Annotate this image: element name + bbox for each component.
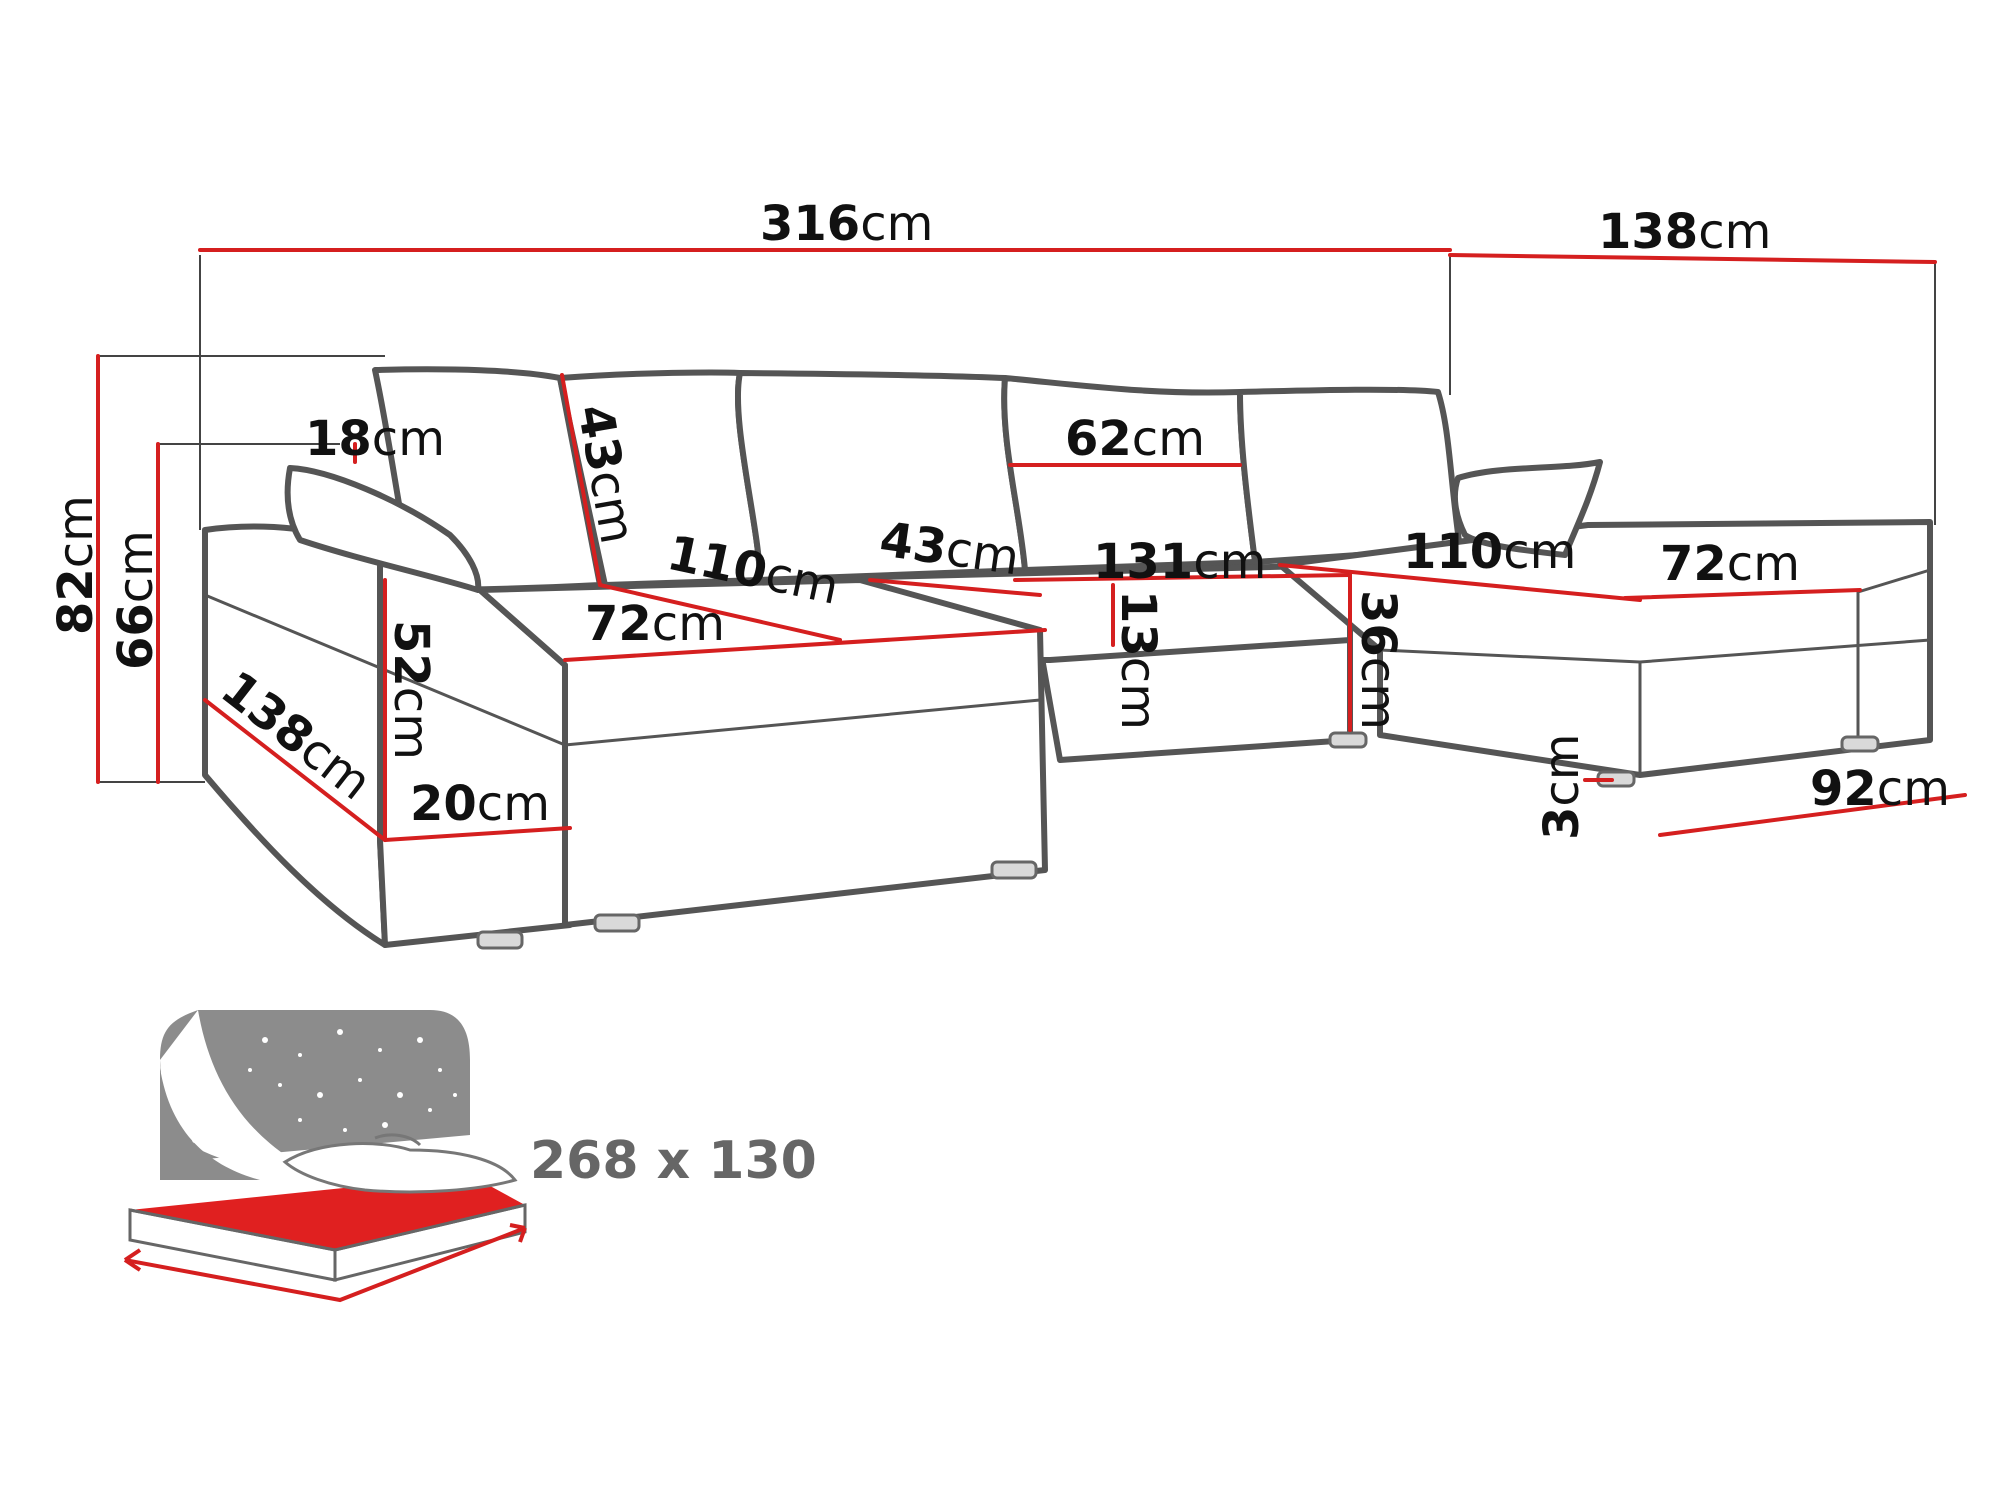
sleeping-bed-icon — [123, 1133, 527, 1303]
right-chaise-width-label: 72cm — [1660, 536, 1800, 592]
right-chaise-length-label: 110cm — [1403, 524, 1576, 580]
leg — [1840, 735, 1880, 753]
seat-depth-top-label: 43cm — [876, 511, 1022, 586]
chaise-width-label: 138cm — [1598, 204, 1771, 260]
seat-height-label: 36cm — [1350, 590, 1406, 730]
bed-size-label: 268 x 130 — [530, 1131, 817, 1191]
leg — [593, 913, 641, 933]
extension-lines — [98, 255, 1936, 783]
leg — [476, 930, 524, 950]
back-cushion-5 — [1237, 386, 1463, 565]
leg — [990, 860, 1038, 880]
sofa-drawing — [202, 366, 1933, 950]
right-chaise-pillow — [1451, 459, 1603, 558]
total-height-label: 82cm — [48, 495, 104, 635]
armrest-height-label: 66cm — [108, 530, 164, 670]
back-cushion-height-label: 43cm — [566, 400, 645, 548]
leg-height-label: 3cm — [1534, 733, 1590, 840]
left-arm-height-label: 52cm — [383, 620, 439, 760]
left-chaise-pillow — [284, 465, 482, 593]
left-chaise-seat — [477, 577, 1048, 928]
pillow-gap-label: 18cm — [305, 411, 445, 467]
total-width-label: 316cm — [760, 196, 933, 252]
right-chaise-body — [1277, 519, 1933, 778]
leg — [1328, 731, 1368, 749]
left-chaise-width-label: 72cm — [585, 596, 725, 652]
right-chaise-depth-label: 92cm — [1810, 761, 1950, 817]
bed-function-icon: 268 x 130 — [123, 1010, 817, 1303]
arm-width-label: 20cm — [410, 776, 550, 832]
moon-stars-icon — [160, 1010, 470, 1180]
back-cushion-width-label: 62cm — [1065, 411, 1205, 467]
seat-width-label: 131cm — [1093, 534, 1266, 590]
dimension-lines — [96, 248, 1967, 842]
seat-cushion-thickness-label: 13cm — [1110, 590, 1166, 730]
